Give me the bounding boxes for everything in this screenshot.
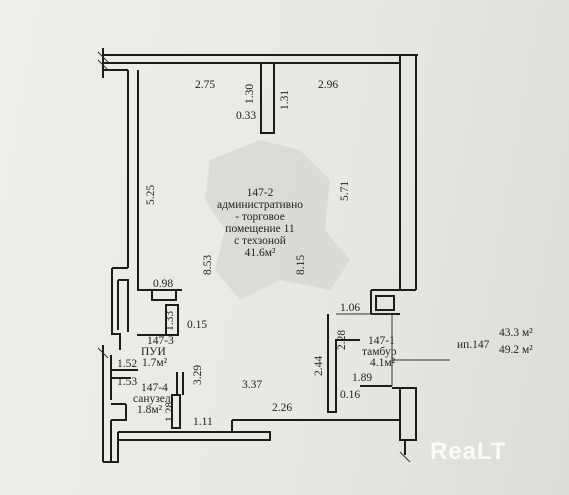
dim-2-44: 2.44: [313, 355, 325, 376]
tambur-room-id: 147-1: [368, 335, 395, 347]
tambur-left: [327, 314, 337, 413]
dim-0-33: 0.33: [236, 110, 257, 122]
center-pillar: [260, 62, 275, 134]
dim-1-28: 1.28: [164, 401, 176, 422]
dim-1-11: 1.11: [193, 416, 213, 428]
sanuzel-room-area: 1.8м²: [137, 404, 163, 416]
puy-room-name: ПУИ: [141, 346, 166, 358]
puy-box: [151, 289, 177, 301]
dim-1-89: 1.89: [352, 372, 373, 384]
partition-3: [176, 372, 184, 395]
tambur-room-name: тамбур: [362, 346, 397, 358]
right-wall-nub: [375, 295, 395, 311]
dim-2-26: 2.26: [272, 402, 293, 414]
dim-1-06: 1.06: [340, 302, 361, 314]
dim-2-96: 2.96: [318, 79, 339, 91]
tambur-room-area: 4.1м²: [370, 357, 396, 369]
dim-3-29: 3.29: [192, 364, 204, 385]
dim-1-53: 1.53: [117, 376, 138, 388]
top-wall: [103, 54, 418, 71]
bg-logo-shape: [205, 140, 350, 300]
puy-room-area: 1.7м²: [142, 357, 168, 369]
dim-1-52: 1.52: [117, 358, 138, 370]
tambur-swing: [336, 313, 393, 386]
dim-1-30: 1.30: [244, 83, 256, 104]
totals-area-1: 43.3 м²: [499, 327, 533, 339]
break-line-bottom: [399, 451, 411, 463]
break-line-left: [97, 347, 109, 359]
dim-8-15: 8.15: [295, 254, 307, 275]
dim-2-75: 2.75: [195, 79, 216, 91]
dim-1-31: 1.31: [279, 89, 291, 110]
main-room-desc-3: помещение 11: [225, 223, 295, 235]
left-wall: [127, 70, 139, 268]
dim-0-15: 0.15: [187, 319, 208, 331]
dim-3-37: 3.37: [242, 379, 263, 391]
tambur-right: [392, 387, 417, 455]
dim-5-71: 5.71: [339, 180, 351, 201]
sanuzel-room-id: 147-4: [141, 382, 168, 394]
dim-8-53: 8.53: [202, 254, 214, 275]
right-wall: [399, 55, 417, 290]
service-outer: [111, 267, 128, 350]
puy-room-id: 147-3: [147, 335, 174, 347]
sanuzel-door: [111, 404, 127, 421]
service-inner: [117, 279, 129, 332]
totals-label: ип.147: [457, 339, 490, 351]
tambur-door: [335, 339, 360, 392]
break-line-top: [97, 51, 109, 71]
main-room-id: 147-2: [246, 187, 274, 199]
dim-0-98: 0.98: [153, 278, 174, 290]
dim-1-33: 1.33: [164, 310, 176, 331]
watermark-logo: ReaLT: [430, 438, 507, 465]
main-room-desc-4: с техзоной: [234, 235, 286, 247]
dim-2-28: 2.28: [336, 329, 348, 350]
bottom-wall: [103, 431, 271, 463]
sanuzel-top: [111, 369, 138, 379]
left-lower-wall: [102, 345, 112, 462]
totals-area-2: 49.2 м²: [499, 344, 533, 356]
main-room-desc-1: административно: [216, 199, 304, 211]
main-room-area: 41.6м²: [244, 247, 276, 259]
dim-0-16: 0.16: [340, 389, 361, 401]
dim-5-25: 5.25: [145, 184, 157, 205]
bottom-wall-2: [231, 419, 400, 432]
main-room-desc-2: - торговое: [235, 211, 285, 223]
sanuzel-room-name: санузел: [133, 393, 171, 405]
